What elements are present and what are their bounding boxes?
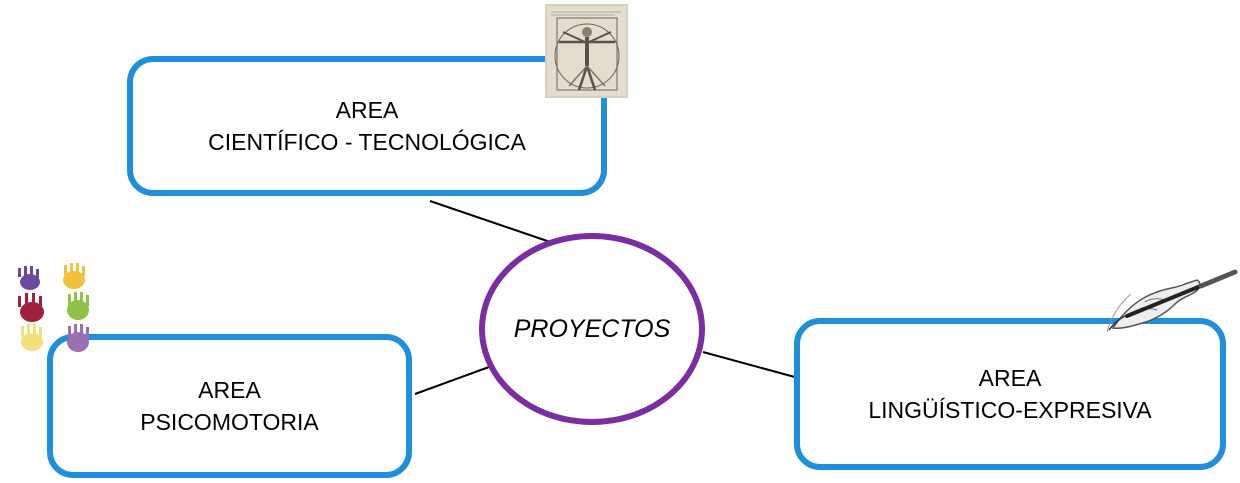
connector-linguistico [702,351,803,380]
area-psicomotoria-box: AREA PSICOMOTORIA [47,334,412,478]
hub-label: PROYECTOS [513,314,671,343]
area-linguistico-expresiva-box: AREA LINGÜÍSTICO-EXPRESIVA [794,318,1226,470]
area-linguistico-line2: LINGÜÍSTICO-EXPRESIVA [868,397,1152,423]
hub-proyectos-ellipse: PROYECTOS [479,233,705,425]
connector-cientifico [429,200,557,245]
colored-handprints-icon [8,262,103,360]
area-cientifico-line2: CIENTÍFICO - TECNOLÓGICA [208,129,526,155]
area-psicomotoria-line1: AREA [198,377,261,403]
area-cientifico-line1: AREA [335,97,399,123]
area-cientifico-tecnologica-box: AREA CIENTÍFICO - TECNOLÓGICA [127,56,607,196]
hand-writing-icon [1105,258,1240,334]
area-linguistico-line1: AREA [978,365,1042,391]
connector-psicomotoria [414,366,490,395]
area-psicomotoria-line2: PSICOMOTORIA [140,409,319,435]
vitruvian-man-icon [545,4,628,98]
